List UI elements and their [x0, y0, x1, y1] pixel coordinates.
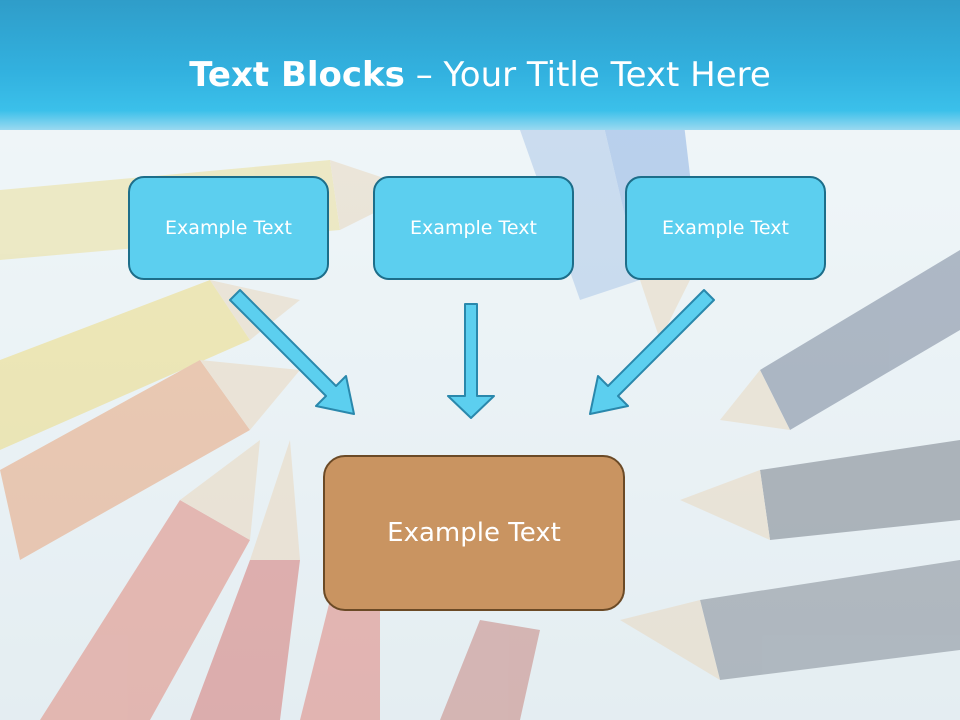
title-bold: Text Blocks [189, 55, 405, 95]
text-block-right[interactable]: Example Text [625, 176, 826, 280]
title-rest: Your Title Text Here [443, 55, 771, 95]
title-bar: Text Blocks – Your Title Text Here [0, 0, 960, 130]
title-separator: – [404, 55, 444, 95]
text-block-left[interactable]: Example Text [128, 176, 329, 280]
slide-title: Text Blocks – Your Title Text Here [0, 52, 960, 98]
text-block-center[interactable]: Example Text [373, 176, 574, 280]
result-text-block[interactable]: Example Text [323, 455, 625, 611]
